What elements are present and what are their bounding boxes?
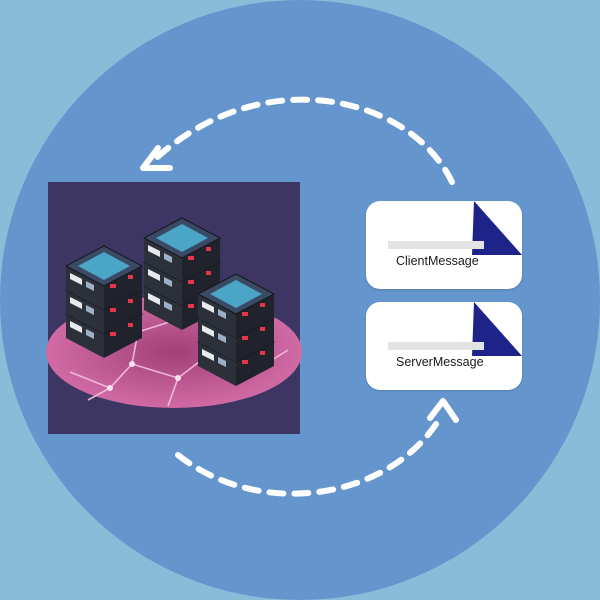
- server-message-label: ServerMessage: [396, 355, 484, 369]
- page-fold-icon: [472, 302, 522, 356]
- request-arrow: [149, 96, 455, 185]
- response-arrow: [175, 415, 443, 497]
- response-arrowhead: [427, 398, 459, 423]
- client-message-label: ClientMessage: [396, 254, 479, 268]
- page-fold-icon: [472, 201, 522, 255]
- server-stack-icon: [46, 182, 302, 434]
- client-message-card: ClientMessage: [366, 201, 522, 289]
- server-message-card: ServerMessage: [366, 302, 522, 390]
- message-bar: [388, 342, 484, 350]
- request-arrowhead: [140, 145, 173, 171]
- message-bar: [388, 241, 484, 249]
